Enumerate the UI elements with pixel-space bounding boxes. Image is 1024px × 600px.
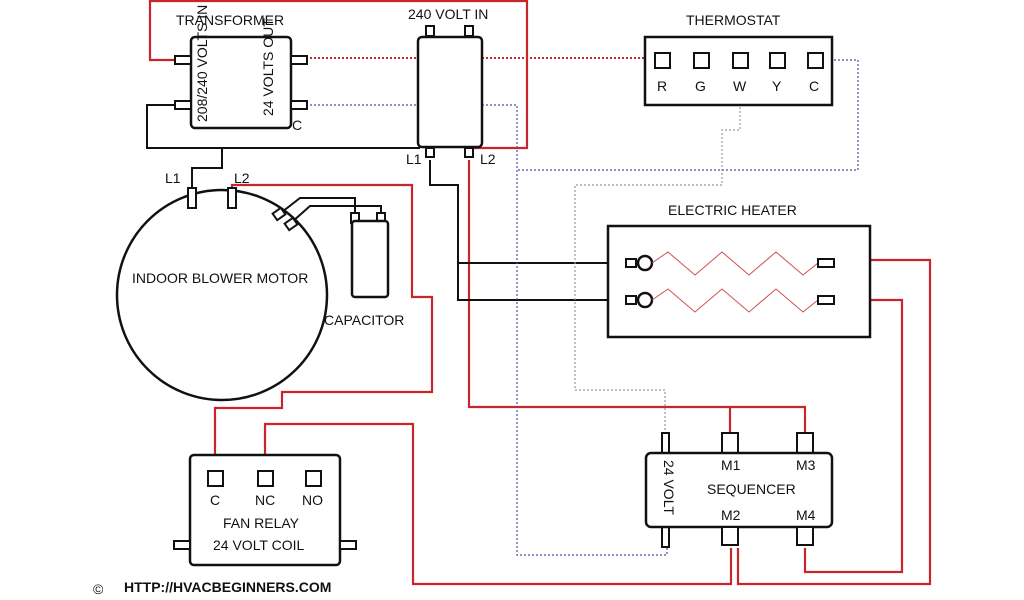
wire-l2-to-sequencer — [467, 160, 807, 433]
fan-relay-coil-label: 24 VOLT COIL — [213, 537, 305, 553]
heating-element-2 — [651, 288, 819, 313]
transformer-in-label: 208/240 VOLTS IN — [194, 5, 210, 122]
transformer-out-label: 24 VOLTS OUT — [260, 18, 276, 116]
terminal-m1-label: M1 — [721, 457, 741, 473]
terminal-m3-label: M3 — [796, 457, 816, 473]
relay-no-label: NO — [302, 492, 323, 508]
wire-motor-to-capacitor — [281, 197, 382, 223]
power-l2-label: L2 — [480, 151, 496, 167]
wire-motor-l2-to-relay — [213, 183, 434, 470]
terminal-w-label: W — [733, 78, 747, 94]
wire-neutral — [146, 104, 420, 188]
capacitor: CAPACITOR — [324, 212, 404, 328]
credit: © HTTP://HVACBEGINNERS.COM — [93, 579, 331, 597]
copyright-icon: © — [93, 581, 104, 597]
thermostat: THERMOSTAT R G W Y C — [643, 12, 834, 107]
motor-label: INDOOR BLOWER MOTOR — [132, 270, 308, 286]
sequencer-coil-label: 24 VOLT — [661, 460, 677, 515]
electric-heater: ELECTRIC HEATER — [606, 202, 872, 339]
sequencer-title: SEQUENCER — [707, 481, 796, 497]
capacitor-label: CAPACITOR — [324, 312, 404, 328]
wire-m2-to-heater — [736, 258, 932, 586]
terminal-y-label: Y — [772, 78, 782, 94]
terminal-m2-label: M2 — [721, 507, 741, 523]
terminal-r-label: R — [657, 78, 667, 94]
terminal-m4-label: M4 — [796, 507, 816, 523]
wire-m4-to-heater — [803, 298, 904, 574]
power-supply-240v: 240 VOLT IN L1 L2 — [406, 6, 496, 167]
indoor-blower-motor: L1 L2 INDOOR BLOWER MOTOR — [115, 170, 329, 402]
motor-l1-label: L1 — [165, 170, 181, 186]
credit-url: HTTP://HVACBEGINNERS.COM — [124, 579, 331, 595]
motor-l2-label: L2 — [234, 170, 250, 186]
sequencer: 24 VOLT M1 M3 M2 M4 SEQUENCER — [644, 432, 834, 548]
terminal-g-label: G — [695, 78, 706, 94]
wire-relay-nc-to-m2 — [263, 422, 733, 586]
terminal-c-label: C — [809, 78, 819, 94]
transformer-title: TRANSFORMER — [176, 12, 284, 28]
fan-relay: C NC NO FAN RELAY 24 VOLT COIL — [173, 453, 357, 567]
relay-nc-label: NC — [255, 492, 275, 508]
power-l1-label: L1 — [406, 151, 422, 167]
relay-c-label: C — [210, 492, 220, 508]
fan-relay-title: FAN RELAY — [223, 515, 300, 531]
power-in-title: 240 VOLT IN — [408, 6, 488, 22]
transformer-common-label: C — [292, 117, 302, 133]
transformer: TRANSFORMER 208/240 VOLTS IN 24 VOLTS OU… — [174, 5, 308, 133]
wire-w-to-sequencer — [574, 75, 741, 433]
heater-title: ELECTRIC HEATER — [668, 202, 797, 218]
wires — [146, 0, 932, 586]
wire-l1-to-heater — [429, 160, 628, 301]
thermostat-title: THERMOSTAT — [686, 12, 781, 28]
heating-element-1 — [651, 251, 819, 276]
